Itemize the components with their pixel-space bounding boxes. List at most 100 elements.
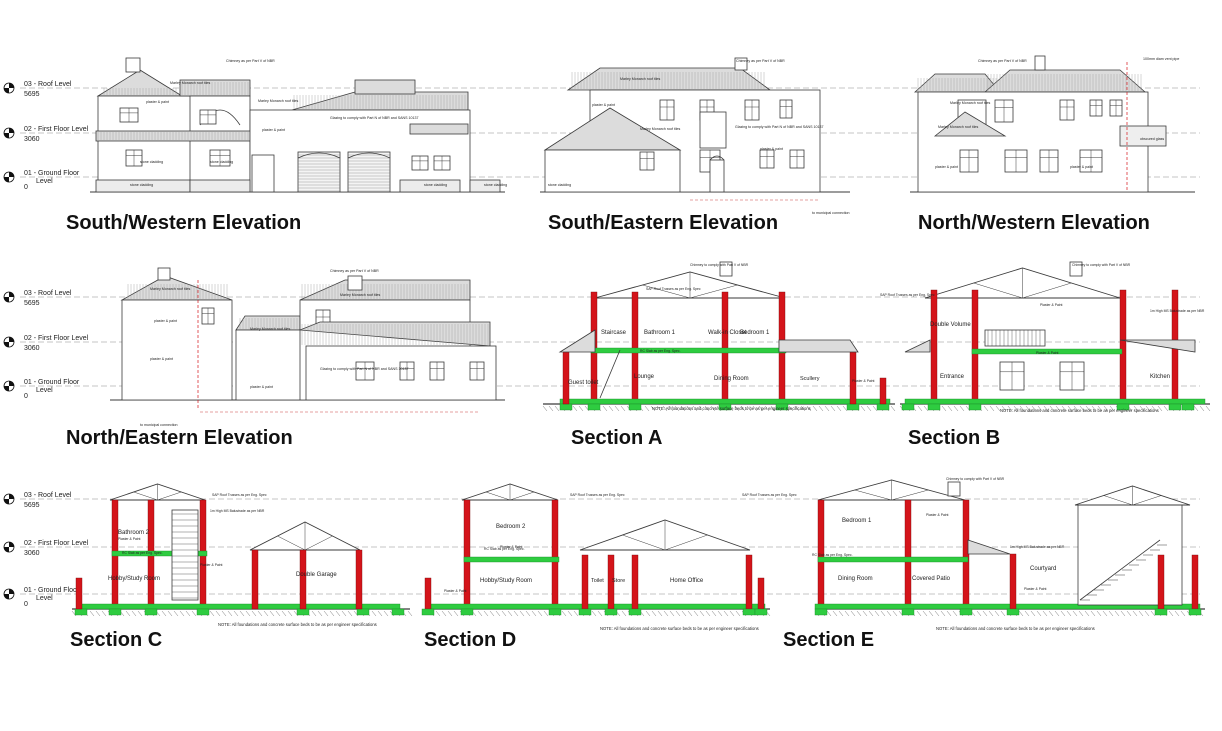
level-name: 01 - Ground Floor	[24, 379, 80, 386]
earth-hatch	[573, 610, 579, 617]
earth-hatch	[447, 610, 453, 617]
earth-hatch	[125, 610, 131, 617]
earth-hatch	[1018, 610, 1024, 617]
earth-hatch	[167, 610, 173, 617]
view-title-se: South/Eastern Elevation	[548, 212, 779, 234]
annotation-label: SAP Roof Trusses as per Eng. Spec	[212, 493, 267, 497]
earth-hatch	[836, 405, 842, 412]
arch-opening	[709, 155, 725, 161]
earth-hatch	[982, 610, 988, 617]
earth-hatch	[621, 610, 627, 617]
annotation-label: stone cladding	[424, 183, 447, 187]
earth-hatch	[832, 610, 838, 617]
earth-hatch	[916, 610, 922, 617]
earth-hatch	[519, 610, 525, 617]
earth-hatch	[934, 610, 940, 617]
earth-hatch	[1007, 405, 1013, 412]
earth-hatch	[1073, 405, 1079, 412]
external-stair	[171, 509, 199, 601]
earth-hatch	[850, 610, 856, 617]
garage-arch	[347, 152, 391, 159]
earth-hatch	[209, 610, 215, 617]
annotation-label: stone cladding	[210, 160, 233, 164]
earth-hatch	[717, 610, 723, 617]
earth-hatch	[674, 405, 680, 412]
earth-hatch	[644, 405, 650, 412]
cut-wall	[904, 499, 912, 610]
level-datum-fill	[9, 381, 14, 386]
earth-hatch	[561, 610, 567, 617]
earth-hatch	[281, 610, 287, 617]
earth-hatch	[608, 405, 614, 412]
roof-shape	[967, 539, 1011, 555]
earth-hatch	[383, 610, 389, 617]
level-height: 0	[24, 601, 28, 608]
earth-hatch	[1145, 405, 1151, 412]
earth-hatch	[221, 610, 227, 617]
truss-member	[509, 491, 535, 501]
annotation-label: NOTE: All foundations and concrete surfa…	[600, 626, 759, 631]
earth-hatch	[191, 610, 197, 617]
truss-member	[1132, 495, 1162, 506]
wall-outline	[235, 329, 307, 401]
annotation-label: NOTE: All foundations and concrete surfa…	[218, 622, 377, 627]
annotation-label: RC Slab as per Eng. Spec.	[484, 547, 525, 551]
earth-hatch	[752, 405, 758, 412]
section-b: Chimney to comply with Part V of NBRSAP …	[880, 261, 1211, 413]
annotation-label: to municipal connection	[140, 423, 178, 427]
annotation-label: Courtyard	[1030, 566, 1056, 572]
level-name: 02 - First Floor Level	[24, 126, 89, 133]
canopy-roof	[95, 130, 253, 142]
earth-hatch	[710, 405, 716, 412]
chimney	[1034, 55, 1046, 71]
earth-hatch	[675, 610, 681, 617]
earth-hatch	[1108, 610, 1114, 617]
foundation-footing	[742, 608, 756, 616]
level-name: 02 - First Floor Level	[24, 540, 89, 547]
earth-hatch	[1138, 610, 1144, 617]
earth-hatch	[693, 610, 699, 617]
earth-hatch	[1000, 610, 1006, 617]
earth-hatch	[838, 610, 844, 617]
chimney	[719, 261, 733, 277]
roof-shape	[778, 339, 859, 353]
earth-hatch	[1126, 610, 1132, 617]
annotation-label: to municipal connection	[812, 211, 850, 215]
earth-hatch	[161, 610, 167, 617]
level-datum-fill	[9, 589, 14, 594]
earth-hatch	[614, 405, 620, 412]
foundation-footing	[754, 608, 768, 616]
earth-hatch	[227, 610, 233, 617]
earth-hatch	[1048, 610, 1054, 617]
earth-hatch	[1042, 610, 1048, 617]
foundation-footing	[1168, 403, 1182, 411]
earth-hatch	[830, 405, 836, 412]
earth-hatch	[1157, 405, 1163, 412]
foundation-footing	[74, 608, 88, 616]
earth-hatch	[495, 610, 501, 617]
earth-hatch	[657, 610, 663, 617]
earth-hatch	[554, 405, 560, 412]
earth-hatch	[441, 610, 447, 617]
annotation-label: Chimney to comply with Part V of NBR	[946, 477, 1005, 481]
earth-hatch	[1013, 405, 1019, 412]
earth-hatch	[1091, 405, 1097, 412]
roof-shape	[354, 79, 416, 95]
earth-hatch	[531, 610, 537, 617]
earth-hatch	[179, 610, 185, 617]
view-title-secC: Section C	[70, 629, 163, 651]
annotation-label: Plaster & Paint	[852, 379, 874, 383]
annotation-label: Dining Room	[838, 576, 873, 582]
cut-wall	[745, 554, 753, 610]
level-datum-fill	[4, 297, 9, 302]
annotation-label: Covered Patio	[912, 576, 951, 582]
earth-hatch	[1025, 405, 1031, 412]
level-name: 03 - Roof Level	[24, 81, 72, 88]
earth-hatch	[95, 610, 101, 617]
earth-hatch	[1090, 610, 1096, 617]
earth-hatch	[173, 610, 179, 617]
earth-hatch	[263, 610, 269, 617]
wall-outline	[97, 95, 195, 193]
